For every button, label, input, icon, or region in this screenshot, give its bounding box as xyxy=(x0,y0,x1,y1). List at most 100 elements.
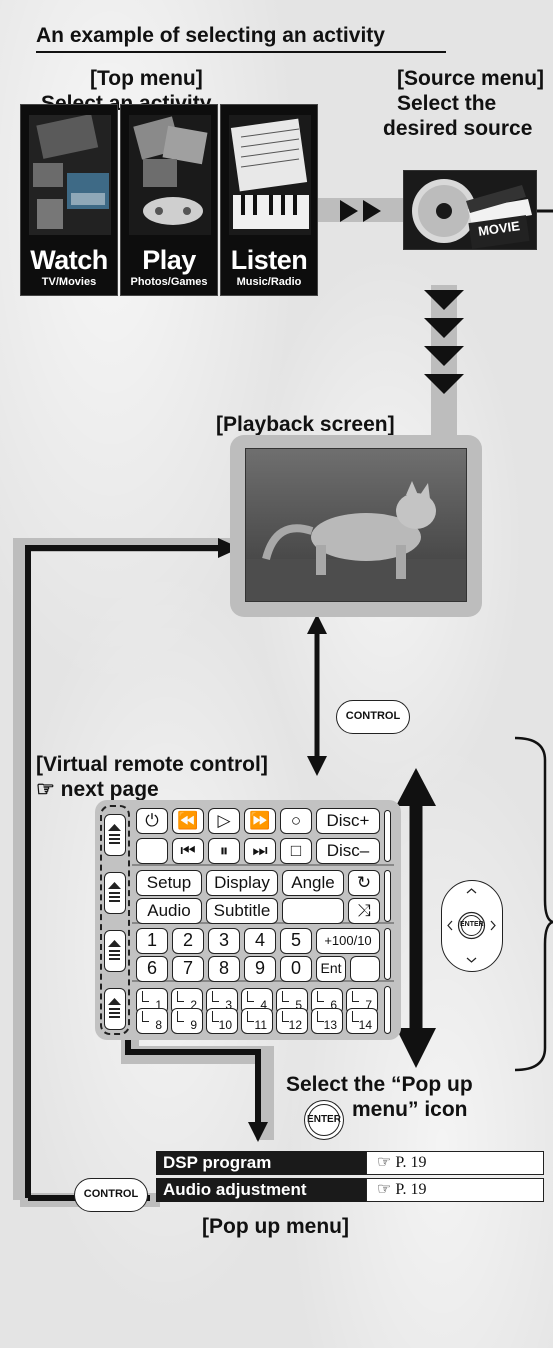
tile-play-sublabel: Photos/Games xyxy=(130,276,208,288)
blank-button[interactable] xyxy=(282,898,344,924)
l-button[interactable]: 14 xyxy=(346,1008,378,1034)
dpad-arrows-icon xyxy=(447,888,496,963)
stop-button[interactable]: □ xyxy=(280,838,312,864)
popup-menu-icon[interactable] xyxy=(104,872,126,914)
digit-button[interactable]: 5 xyxy=(280,928,312,954)
play-button[interactable]: ▷ xyxy=(208,808,240,834)
repeat-button[interactable]: ↻ xyxy=(348,870,380,896)
l-button-number: 14 xyxy=(358,1018,372,1032)
popup-menu-icon[interactable] xyxy=(104,814,126,856)
popup-row-audio[interactable]: Audio adjustment ☞ P. 19 xyxy=(156,1178,544,1202)
l-button[interactable]: 11 xyxy=(241,1008,273,1034)
skip-forward-button[interactable]: ⏭ xyxy=(244,838,276,864)
film-strip-icon xyxy=(29,115,111,235)
disc-plus-button[interactable]: Disc+ xyxy=(316,808,380,834)
cat-photo-image xyxy=(246,449,466,601)
tile-play-label: Play xyxy=(142,245,196,275)
digit-button[interactable]: 4 xyxy=(244,928,276,954)
l-button-number: 4 xyxy=(260,998,267,1012)
digit-button[interactable]: 3 xyxy=(208,928,240,954)
l-button[interactable]: 8 xyxy=(136,1008,168,1034)
scrollbar[interactable] xyxy=(384,928,391,980)
virtual-remote-title: [Virtual remote control] xyxy=(36,753,268,776)
shuffle-icon: ⤨ xyxy=(357,901,371,920)
source-menu-title: [Source menu] xyxy=(397,67,545,90)
tile-listen[interactable]: Listen Music/Radio xyxy=(220,104,318,296)
l-button[interactable]: 12 xyxy=(276,1008,308,1034)
top-menu-title: [Top menu] xyxy=(90,67,203,90)
section-heading: An example of selecting an activity xyxy=(36,24,446,53)
digit-button[interactable]: 7 xyxy=(172,956,204,982)
l-button[interactable]: 13 xyxy=(311,1008,343,1034)
digit-button[interactable]: 2 xyxy=(172,928,204,954)
sheet-music-piano-icon xyxy=(229,115,311,235)
setup-button[interactable]: Setup xyxy=(136,870,202,896)
scrollbar[interactable] xyxy=(384,870,391,922)
l-button-number: 8 xyxy=(155,1018,162,1032)
l-button-number: 2 xyxy=(190,998,197,1012)
popup-row-label: Audio adjustment xyxy=(156,1178,366,1202)
ent-button[interactable]: Ent xyxy=(316,956,346,982)
l-button[interactable]: 10 xyxy=(206,1008,238,1034)
popup-row-dsp[interactable]: DSP program ☞ P. 19 xyxy=(156,1151,544,1175)
disc-clapper-icon xyxy=(412,179,532,249)
next-page-text: next page xyxy=(60,778,159,801)
l-button-number: 9 xyxy=(190,1018,197,1032)
digit-button[interactable]: 9 xyxy=(244,956,276,982)
l-button-number: 7 xyxy=(365,998,372,1012)
scrollbar[interactable] xyxy=(384,810,391,862)
l-button-number: 5 xyxy=(295,998,302,1012)
popup-menu-icon[interactable] xyxy=(104,930,126,972)
angle-button[interactable]: Angle xyxy=(282,870,344,896)
l-button-number: 1 xyxy=(155,998,162,1012)
tile-watch[interactable]: Watch TV/Movies xyxy=(20,104,118,296)
l-button-number: 12 xyxy=(288,1018,302,1032)
popup-icons-highlight xyxy=(100,805,130,1035)
directional-pad[interactable]: ENTER xyxy=(441,880,503,972)
digit-button[interactable]: 0 xyxy=(280,956,312,982)
l-button-number: 6 xyxy=(330,998,337,1012)
shuffle-button[interactable]: ⤨ xyxy=(348,898,380,924)
skip-back-button[interactable]: ⏮ xyxy=(172,838,204,864)
tile-watch-sublabel: TV/Movies xyxy=(41,276,97,288)
pointing-hand-icon: ☞ xyxy=(36,778,55,801)
plus100-button[interactable]: +100/10 xyxy=(316,928,380,954)
repeat-icon: ↻ xyxy=(356,873,372,892)
popup-row-label: DSP program xyxy=(156,1151,366,1175)
pause-button[interactable]: ⏸ xyxy=(208,838,240,864)
l-button-number: 11 xyxy=(254,1018,267,1032)
dpad-enter-label: ENTER xyxy=(460,921,484,928)
scrollbar[interactable] xyxy=(384,986,391,1034)
audio-button[interactable]: Audio xyxy=(136,898,202,924)
select-popup-line1: Select the “Pop up xyxy=(286,1073,473,1096)
digit-button[interactable]: 1 xyxy=(136,928,168,954)
tile-listen-label: Listen xyxy=(230,245,308,275)
tile-listen-sublabel: Music/Radio xyxy=(236,276,302,288)
playback-screen xyxy=(245,448,467,602)
l-button-number: 13 xyxy=(323,1018,337,1032)
disc-minus-button[interactable]: Disc– xyxy=(316,838,380,864)
power-button[interactable]: ⏻ xyxy=(136,808,168,834)
popup-row-ref: ☞ P. 19 xyxy=(366,1178,544,1202)
tile-play[interactable]: Play Photos/Games xyxy=(120,104,218,296)
l-button[interactable]: 9 xyxy=(171,1008,203,1034)
enter-button[interactable]: ENTER xyxy=(304,1100,344,1140)
rewind-button[interactable]: ⏪ xyxy=(172,808,204,834)
blank-button[interactable] xyxy=(350,956,380,982)
digit-button[interactable]: 6 xyxy=(136,956,168,982)
playback-title: [Playback screen] xyxy=(216,413,395,436)
source-menu-line2: desired source xyxy=(383,117,533,140)
record-button[interactable]: ○ xyxy=(280,808,312,834)
next-page-link[interactable]: ☞ next page xyxy=(36,777,159,802)
divider xyxy=(132,864,394,866)
subtitle-button[interactable]: Subtitle xyxy=(206,898,278,924)
source-movie-tile[interactable]: MOVIE xyxy=(403,170,537,250)
popup-menu-icon[interactable] xyxy=(104,988,126,1030)
popup-row-ref: ☞ P. 19 xyxy=(366,1151,544,1175)
display-button[interactable]: Display xyxy=(206,870,278,896)
digit-button[interactable]: 8 xyxy=(208,956,240,982)
blank-button[interactable] xyxy=(136,838,168,864)
fast-forward-button[interactable]: ⏩ xyxy=(244,808,276,834)
photos-gamepad-icon xyxy=(129,115,211,235)
